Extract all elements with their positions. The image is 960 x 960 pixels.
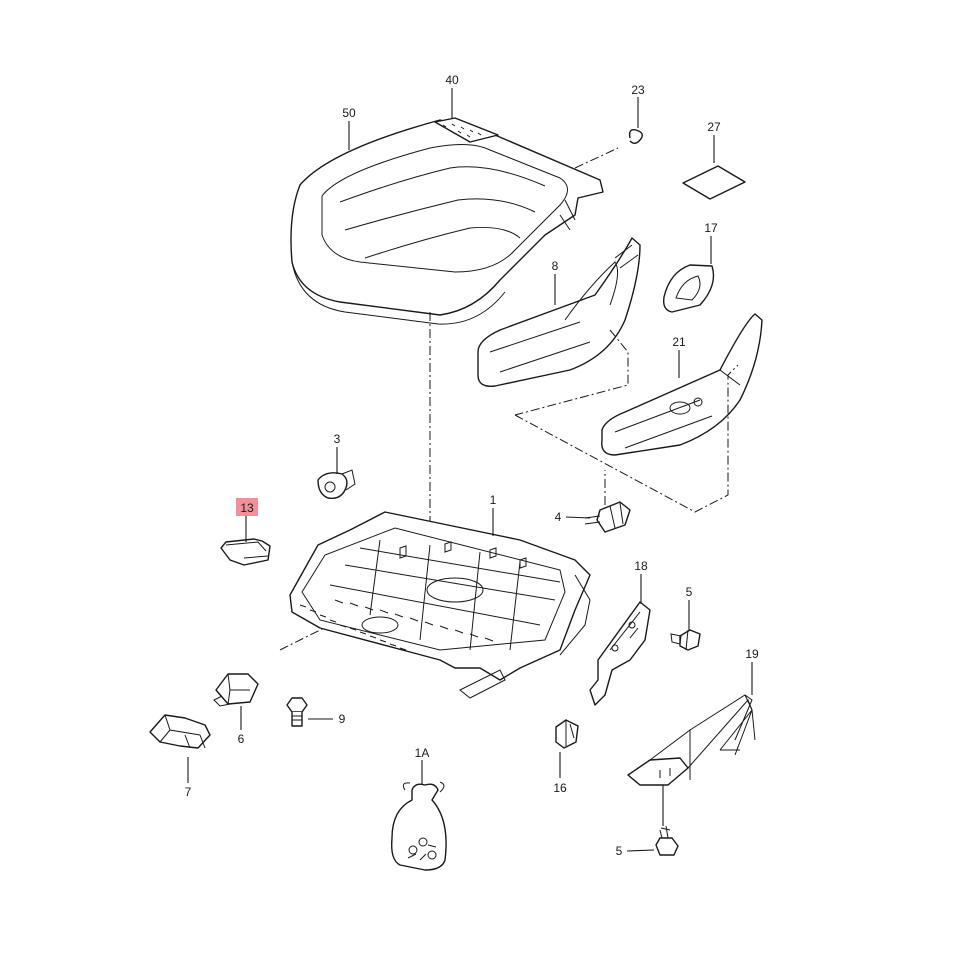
- label-5-lower: 5: [616, 844, 623, 858]
- screw-lower-part: [655, 825, 679, 856]
- label-6: 6: [238, 732, 245, 746]
- mounting-bracket-part: [589, 601, 651, 706]
- label-1: 1: [490, 493, 497, 507]
- label-9: 9: [339, 712, 346, 726]
- label-16: 16: [553, 781, 567, 795]
- label-21: 21: [672, 335, 686, 349]
- connector-housing-part: [213, 673, 259, 707]
- label-19: 19: [745, 647, 759, 661]
- expanding-rivet-part: [317, 469, 356, 500]
- bolt-part: [286, 697, 308, 727]
- seat-frame-part: [289, 511, 591, 699]
- label-50: 50: [342, 106, 356, 120]
- part-labels: 40 50 23 27 17 8 21 3 1 13 4 18 5 19 6 9…: [185, 73, 759, 858]
- label-1A: 1A: [415, 746, 430, 760]
- switch-cover-part: [662, 264, 715, 313]
- connector-plug-part: [149, 714, 211, 749]
- retaining-clip-part: [555, 719, 579, 749]
- label-3: 3: [334, 432, 341, 446]
- seat-cushion-part: [290, 119, 604, 325]
- clip-part: [628, 128, 643, 144]
- seat-cover-part: [434, 117, 499, 143]
- label-17: 17: [704, 221, 718, 235]
- side-trim-outer-part: [477, 237, 641, 387]
- label-8: 8: [552, 259, 559, 273]
- label-40: 40: [445, 73, 459, 87]
- highlight-box: [236, 498, 258, 516]
- wire-frame-part: [627, 694, 756, 786]
- pad-part: [682, 165, 746, 200]
- label-23: 23: [631, 83, 645, 97]
- label-7: 7: [185, 785, 192, 799]
- label-4: 4: [555, 510, 562, 524]
- label-18: 18: [634, 559, 648, 573]
- label-27: 27: [707, 120, 721, 134]
- rivet-part: [584, 501, 631, 533]
- label-5-upper: 5: [686, 585, 693, 599]
- label-13: 13: [240, 501, 254, 515]
- side-trim-inner-part: [601, 313, 763, 456]
- parts-bag-part: [390, 781, 447, 871]
- push-button-part: [220, 538, 271, 566]
- leader-lines: [187, 88, 753, 852]
- screw-upper-part: [670, 629, 701, 651]
